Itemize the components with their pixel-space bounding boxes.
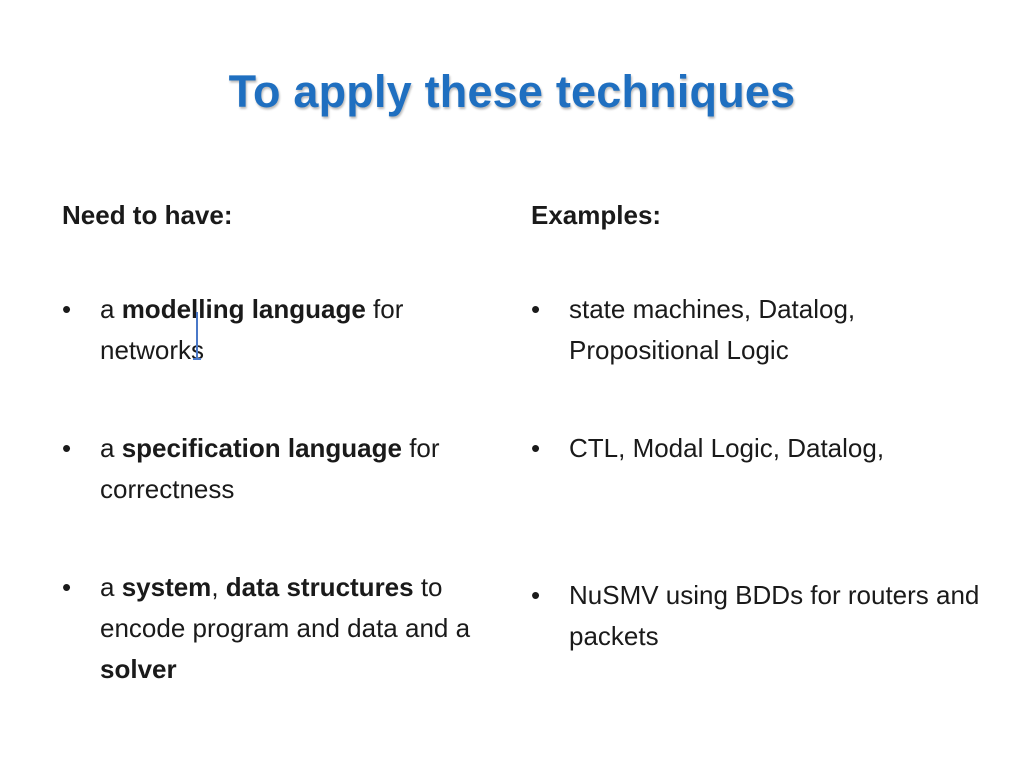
bullet-icon: • [531,294,541,324]
list-item: •a system, data structures to encode pro… [62,567,500,690]
bold-term: modelling language [121,294,366,324]
bold-term: data structures [225,572,414,602]
bold-term: system [121,572,212,602]
bullet-icon: • [531,433,541,463]
list-item: •CTL, Modal Logic, Datalog, [531,428,989,469]
bullet-icon: • [62,433,72,463]
list-item: •a modelling language for networks [62,289,500,371]
slide-title: To apply these techniques [228,66,796,117]
right-heading: Examples: [531,200,662,230]
bullet-icon: • [531,580,541,610]
list-item: •a specification language for correctnes… [62,428,500,510]
bold-term: solver [100,654,177,684]
left-heading: Need to have: [62,200,233,230]
list-item: •state machines, Datalog, Propositional … [531,289,989,371]
bold-term: specification language [121,433,402,463]
bullet-icon: • [62,294,72,324]
text-cursor-icon [193,312,201,360]
list-item: •NuSMV using BDDs for routers and packet… [531,575,989,657]
bullet-icon: • [62,572,72,602]
